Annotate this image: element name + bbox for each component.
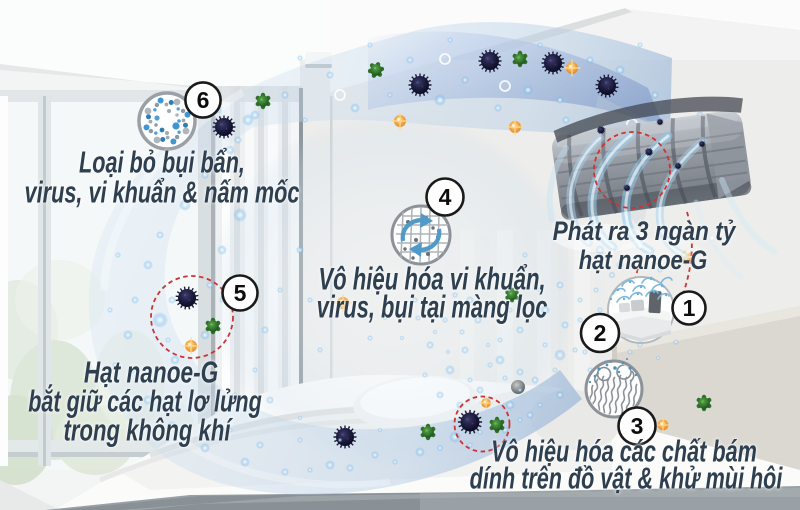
svg-text:5: 5 — [234, 280, 247, 306]
svg-text:6: 6 — [197, 87, 210, 113]
svg-text:2: 2 — [594, 320, 607, 346]
svg-text:4: 4 — [439, 184, 452, 210]
svg-text:1: 1 — [683, 295, 696, 321]
svg-text:3: 3 — [631, 413, 644, 439]
